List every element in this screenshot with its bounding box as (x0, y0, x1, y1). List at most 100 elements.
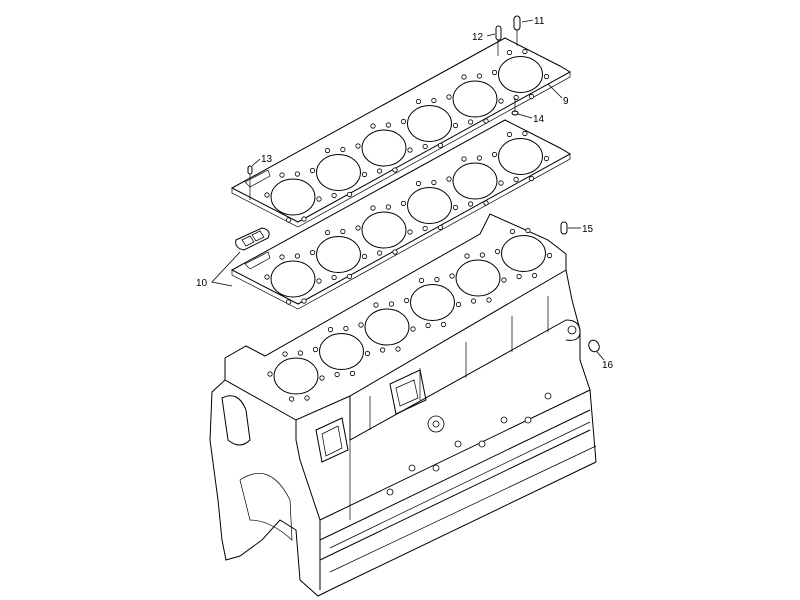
cylinder-bore (498, 138, 543, 175)
bolt-hole (294, 253, 300, 259)
bolt-hole (316, 196, 322, 202)
cylinder-bore (273, 357, 319, 395)
bolt-hole (452, 122, 459, 129)
leader-10 (211, 251, 241, 287)
bolt-hole (476, 73, 482, 79)
leader-9 (547, 83, 563, 99)
bolt-hole (415, 98, 422, 105)
bolt-hole (437, 142, 444, 149)
side-boss (478, 440, 486, 448)
bolt-hole (267, 371, 273, 377)
bolt-hole (392, 167, 398, 173)
bolt-hole (319, 375, 325, 381)
cylinder-bore (316, 154, 361, 191)
callout-10: 10 (196, 278, 208, 289)
bolt-hole (525, 227, 531, 234)
bolt-hole (340, 146, 346, 153)
bolt-hole (415, 180, 422, 187)
bolt-hole (355, 225, 361, 231)
bolt-hole (506, 131, 513, 138)
bolt-hole (449, 273, 455, 279)
bolt-hole (361, 171, 368, 178)
bolt-hole (491, 69, 498, 76)
gasket-seal (235, 227, 270, 251)
bolt-hole (395, 346, 401, 352)
bolt-hole (440, 321, 447, 328)
bolt-hole (343, 325, 349, 332)
bolt-hole (461, 156, 467, 162)
bolt-hole (309, 167, 316, 174)
side-boss (524, 416, 532, 424)
bolt-hole (479, 252, 485, 258)
side-boss (408, 464, 416, 472)
callout-9: 9 (563, 96, 569, 107)
bolt-hole (513, 94, 519, 101)
cylinder-bore (270, 178, 316, 216)
dowel-pin-11 (513, 15, 534, 46)
side-boss (432, 464, 440, 472)
bolt-hole (373, 302, 379, 308)
cylinder-bore (364, 308, 410, 346)
bolt-hole (410, 326, 416, 332)
bolt-hole (364, 350, 371, 357)
bolt-hole (476, 155, 482, 161)
bolt-hole (312, 346, 319, 353)
bolt-hole (392, 249, 398, 255)
bolt-hole (546, 252, 553, 259)
bolt-hole (446, 94, 452, 100)
bolt-hole (431, 179, 437, 186)
side-boss (386, 488, 394, 496)
cylinder-bore (455, 259, 501, 297)
bolt-hole (324, 229, 331, 236)
bolt-hole (486, 297, 492, 303)
bolt-hole (282, 351, 288, 357)
bolt-hole (422, 143, 428, 150)
bolt-hole (501, 277, 507, 283)
bolt-hole (528, 175, 535, 182)
bolt-hole (543, 155, 550, 162)
bolt-hole (498, 98, 504, 104)
bolt-hole (506, 49, 513, 56)
cylinder-bore (452, 162, 498, 200)
bolt-hole (461, 74, 467, 80)
bolt-hole (297, 350, 303, 356)
bolt-hole (331, 274, 337, 281)
bolt-hole (431, 97, 437, 104)
lower-head-gasket (230, 119, 572, 310)
bolt-hole (516, 273, 522, 280)
upper-head-gasket (230, 37, 572, 228)
bolt-hole (285, 299, 292, 305)
bolt-hole (528, 93, 535, 100)
bolt-hole (309, 249, 316, 256)
bolt-hole (279, 172, 285, 178)
bolt-hole (483, 200, 489, 206)
bolt-hole (400, 200, 407, 207)
bolt-hole (491, 151, 498, 158)
bolt-hole (464, 253, 470, 259)
bolt-hole (370, 123, 376, 129)
bolt-hole (304, 395, 310, 401)
bolt-hole (334, 371, 340, 378)
bolt-hole (355, 143, 361, 149)
bolt-hole (358, 322, 364, 328)
bolt-hole (331, 192, 337, 199)
bolt-hole (434, 276, 440, 283)
side-boss (544, 392, 552, 400)
cylinder-bore (270, 260, 316, 298)
bolt-hole (422, 225, 428, 232)
bolt-hole (279, 254, 285, 260)
bolt-hole (452, 204, 459, 211)
bolt-hole (349, 370, 356, 377)
cylinder-bore (452, 80, 498, 118)
bolt-hole (385, 204, 391, 210)
bolt-hole (379, 347, 386, 353)
locating-pin-13 (247, 158, 261, 200)
expansion-plug-16 (588, 339, 605, 361)
side-boss (454, 440, 462, 448)
bolt-hole (388, 301, 394, 307)
bolt-hole (385, 122, 391, 128)
callout-12: 12 (472, 32, 484, 43)
bolt-hole (509, 228, 516, 235)
bolt-hole (407, 229, 413, 235)
